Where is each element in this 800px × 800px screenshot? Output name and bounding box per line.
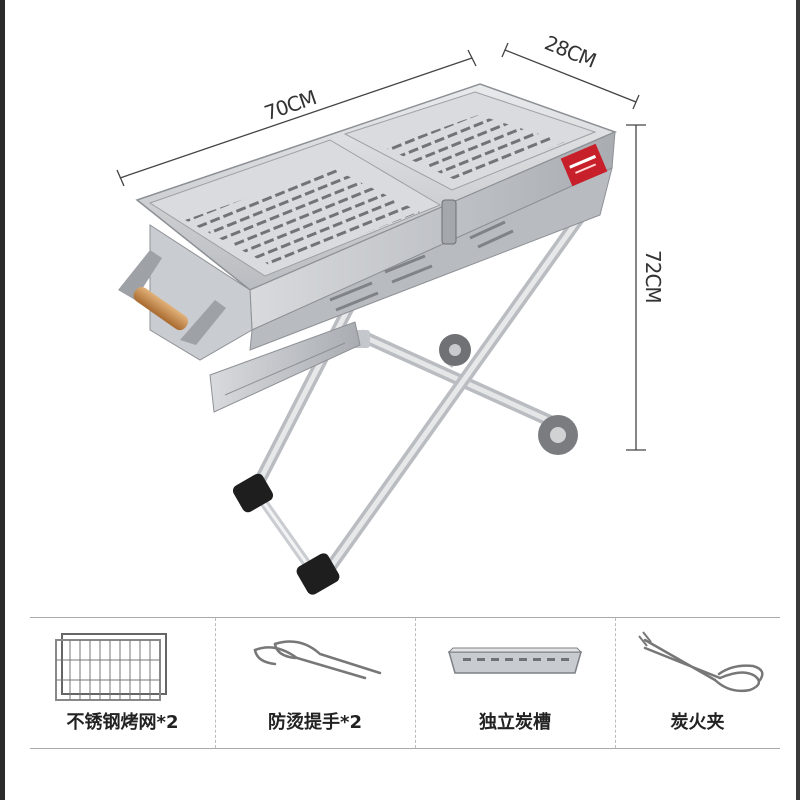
divider bbox=[415, 618, 416, 748]
grill-illustration: 70CM 28CM 72CM bbox=[116, 31, 665, 595]
charcoal-tray-icon bbox=[447, 647, 583, 674]
charcoal-tongs-icon bbox=[638, 631, 764, 693]
right-border bbox=[796, 0, 800, 800]
length-label: 70CM bbox=[261, 85, 319, 125]
accessory-label: 独立炭槽 bbox=[479, 712, 551, 733]
accessories-row: 不锈钢烤网*2 防烫提手*2 独立炭槽 bbox=[30, 617, 780, 749]
accessory-label: 炭火夹 bbox=[670, 712, 725, 733]
charcoal-tray bbox=[209, 321, 361, 413]
grill-body bbox=[118, 83, 618, 361]
height-label: 72CM bbox=[641, 250, 665, 303]
brand-badge-lines bbox=[569, 154, 597, 174]
height-dimension-line bbox=[626, 124, 646, 451]
accessory-label: 不锈钢烤网*2 bbox=[66, 712, 179, 733]
divider bbox=[615, 618, 616, 748]
brand-badge bbox=[560, 143, 608, 187]
wheels bbox=[439, 334, 578, 455]
accessory-heat-handle: 防烫提手*2 bbox=[215, 618, 415, 748]
width-dimension-line bbox=[501, 42, 640, 110]
heat-proof-handle-icon bbox=[253, 640, 382, 680]
width-label: 28CM bbox=[541, 31, 599, 73]
accessory-grill-net: 不锈钢烤网*2 bbox=[30, 618, 215, 748]
left-border bbox=[0, 0, 5, 800]
grill-net-icon bbox=[55, 633, 167, 701]
accessory-tongs: 炭火夹 bbox=[615, 618, 780, 748]
length-dimension-line bbox=[116, 49, 477, 187]
accessory-label: 防烫提手*2 bbox=[268, 712, 362, 733]
divider bbox=[215, 618, 216, 748]
accessory-charcoal-tray: 独立炭槽 bbox=[415, 618, 615, 748]
